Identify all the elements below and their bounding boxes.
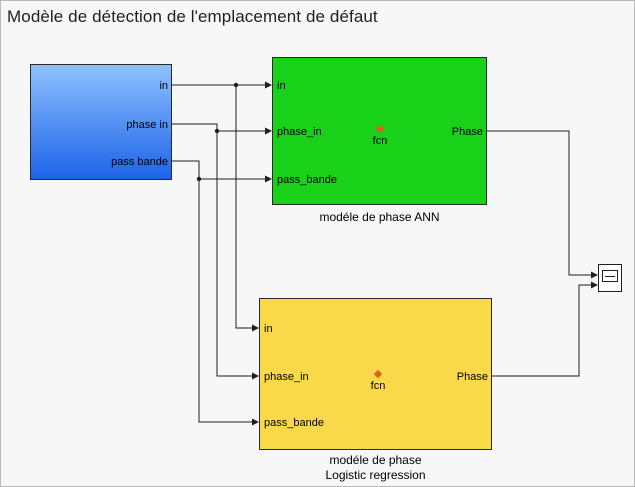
ann-input-pass-bande[interactable]: pass_bande: [277, 174, 337, 186]
branch-point-in: [233, 82, 239, 88]
logreg-fcn-text: fcn: [370, 380, 386, 392]
logreg-output-phase[interactable]: Phase: [456, 371, 488, 383]
logreg-fcn-label: ◆ fcn: [361, 368, 395, 393]
source-subsystem-block[interactable]: in phase in pass bande: [30, 64, 172, 180]
logreg-function-block[interactable]: in phase_in pass_bande Phase ◆ fcn: [259, 298, 492, 450]
wire-passbande-to-ann[interactable]: [172, 160, 272, 183]
branch-point-phase: [214, 128, 220, 134]
wire-in-to-logreg[interactable]: [235, 85, 259, 332]
source-port-pass-bande[interactable]: pass bande: [111, 156, 168, 168]
matlab-icon: ◆: [373, 368, 383, 380]
matlab-icon: ◆: [375, 123, 385, 135]
wire-phase-to-logreg[interactable]: [216, 131, 259, 380]
ann-input-in[interactable]: in: [277, 80, 286, 92]
model-title: Modèle de détection de l'emplacement de …: [7, 7, 378, 26]
wire-ann-phase-to-scope[interactable]: [487, 130, 598, 279]
scope-icon: [602, 270, 618, 282]
wire-logreg-phase-to-scope[interactable]: [492, 281, 598, 377]
branch-point-passbande: [196, 176, 202, 182]
logreg-input-in[interactable]: in: [264, 323, 273, 335]
ann-block-caption: modéle de phase ANN: [319, 210, 440, 224]
scope-trace: [605, 276, 615, 277]
logreg-input-phase-in[interactable]: phase_in: [264, 371, 309, 383]
source-port-in[interactable]: in: [159, 80, 168, 92]
ann-input-phase-in[interactable]: phase_in: [277, 126, 322, 138]
ann-output-phase[interactable]: Phase: [451, 126, 483, 138]
wire-phase-to-ann[interactable]: [172, 123, 272, 135]
source-port-phase-in[interactable]: phase in: [126, 119, 168, 131]
ann-fcn-label: ◆ fcn: [363, 123, 397, 148]
logreg-block-caption-line1: modéle de phase: [329, 453, 422, 467]
ann-fcn-text: fcn: [372, 135, 388, 147]
logreg-block-caption-line2: Logistic regression: [325, 468, 426, 482]
wire-passbande-to-logreg[interactable]: [198, 179, 259, 426]
logreg-input-pass-bande[interactable]: pass_bande: [264, 417, 324, 429]
ann-function-block[interactable]: in phase_in pass_bande Phase ◆ fcn: [272, 57, 487, 205]
scope-block[interactable]: [598, 264, 622, 292]
